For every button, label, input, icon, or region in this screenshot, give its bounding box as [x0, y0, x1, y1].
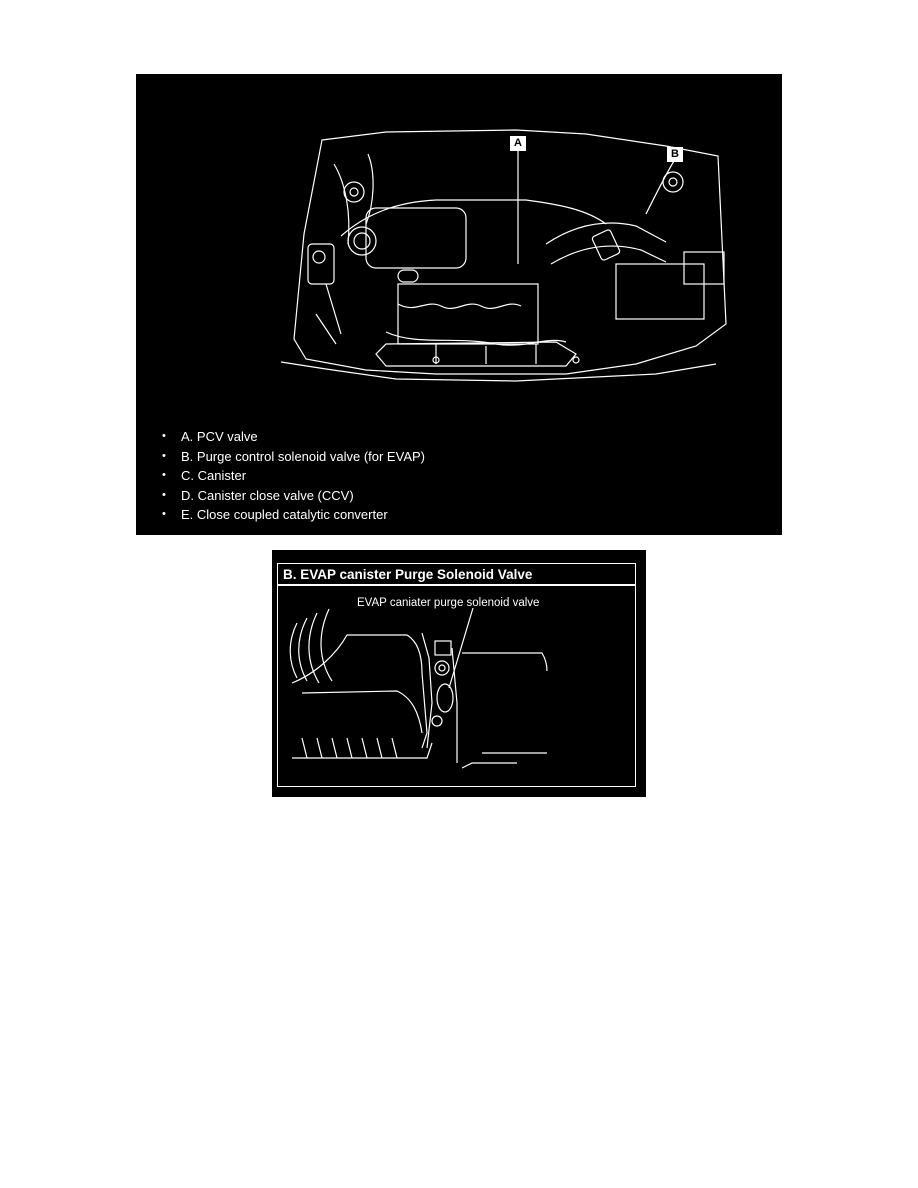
bullet-icon: •	[162, 488, 166, 501]
engine-bay-illustration	[280, 129, 727, 382]
component-legend: • A. PCV valve • B. Purge control solenoid…	[156, 427, 425, 525]
legend-item: • E. Close coupled catalytic converter	[156, 505, 425, 525]
callout-a: A	[510, 136, 526, 151]
purge-valve-detail-figure: B. EVAP canister Purge Solenoid Valve EV…	[272, 550, 646, 797]
legend-item: • D. Canister close valve (CCV)	[156, 486, 425, 506]
callout-b: B	[667, 147, 683, 162]
bullet-icon: •	[162, 508, 166, 520]
detail-title: B. EVAP canister Purge Solenoid Valve	[278, 564, 635, 586]
legend-item: • C. Canister	[156, 466, 425, 486]
legend-text: D. Canister close valve (CCV)	[181, 487, 354, 503]
purge-valve-illustration	[289, 607, 548, 769]
bullet-icon: •	[162, 469, 166, 481]
legend-text: E. Close coupled catalytic converter	[181, 507, 388, 522]
legend-text: C. Canister	[181, 468, 247, 483]
component-label: EVAP caniater purge solenoid valve	[357, 597, 540, 609]
legend-item: • A. PCV valve	[156, 427, 425, 447]
legend-text: B. Purge control solenoid valve (for EVA…	[181, 448, 425, 464]
bullet-icon: •	[162, 430, 166, 442]
detail-frame: B. EVAP canister Purge Solenoid Valve	[277, 563, 636, 787]
legend-item: • B. Purge control solenoid valve (for EV…	[156, 447, 425, 467]
legend-text: A. PCV valve	[181, 429, 258, 444]
bullet-icon: •	[162, 449, 166, 462]
engine-bay-figure: A B • A. PCV valve • B. Purge control sole…	[136, 74, 782, 535]
